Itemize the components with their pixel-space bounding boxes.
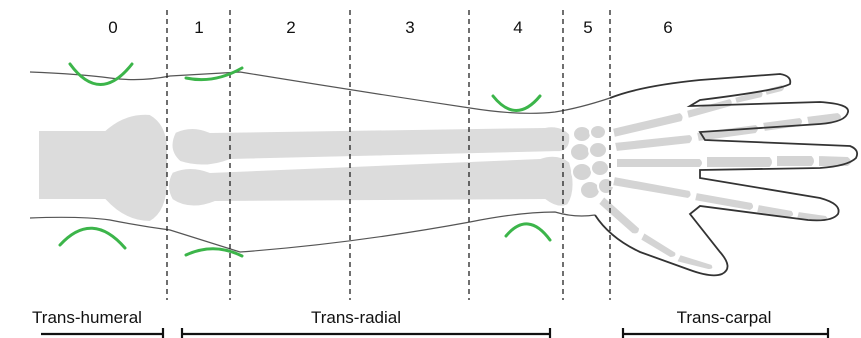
zone-number-1: 1 bbox=[194, 18, 203, 37]
zone-number-0: 0 bbox=[108, 18, 117, 37]
socket-arc-zone0-bottom bbox=[60, 228, 125, 248]
carpal-bones bbox=[570, 125, 614, 199]
zone-number-2: 2 bbox=[286, 18, 295, 37]
humerus-bone bbox=[38, 114, 168, 222]
socket-arc-zone4-bottom bbox=[506, 224, 550, 240]
bracket-trans-humeral bbox=[41, 328, 163, 338]
socket-arc-zone4-top bbox=[493, 96, 540, 111]
zone-numbers: 0 1 2 3 4 5 6 bbox=[108, 18, 672, 37]
zone-number-6: 6 bbox=[663, 18, 672, 37]
zone-number-4: 4 bbox=[513, 18, 522, 37]
label-trans-humeral: Trans-humeral bbox=[32, 308, 142, 327]
bracket-trans-radial bbox=[182, 328, 550, 338]
bracket-trans-carpal bbox=[623, 328, 828, 338]
label-trans-carpal: Trans-carpal bbox=[677, 308, 772, 327]
zone-number-3: 3 bbox=[405, 18, 414, 37]
level-brackets bbox=[41, 328, 828, 338]
hand-bones bbox=[598, 84, 852, 270]
label-trans-radial: Trans-radial bbox=[311, 308, 401, 327]
zone-number-5: 5 bbox=[583, 18, 592, 37]
hand-outline bbox=[595, 74, 857, 275]
socket-arc-zone0-top bbox=[70, 64, 132, 85]
radius-bone bbox=[168, 156, 574, 207]
